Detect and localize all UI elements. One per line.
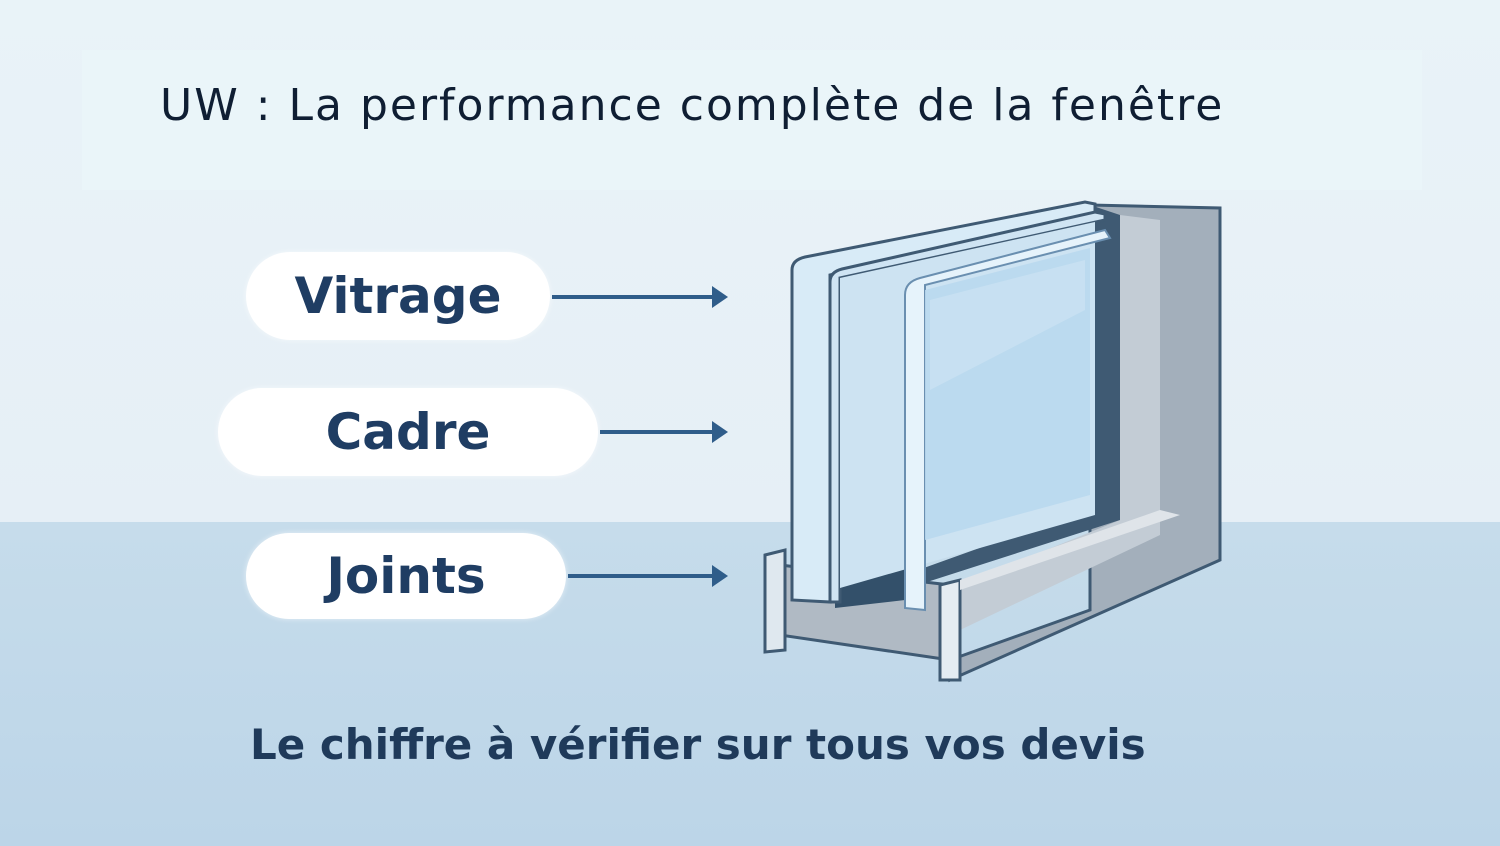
- page-title: UW : La performance complète de la fenêt…: [160, 80, 1225, 131]
- background-lower: [0, 522, 1500, 846]
- label-cadre: Cadre: [218, 388, 598, 476]
- title-band: [82, 50, 1422, 190]
- window-cross-section-icon: [763, 200, 1222, 683]
- label-cadre-text: Cadre: [325, 403, 491, 461]
- label-joints: Joints: [246, 533, 566, 619]
- subtitle: Le chiffre à vérifier sur tous vos devis: [250, 720, 1146, 769]
- label-joints-text: Joints: [326, 547, 486, 605]
- arrow-joints-icon: [568, 565, 728, 587]
- label-vitrage: Vitrage: [246, 252, 550, 340]
- arrow-vitrage-icon: [552, 286, 728, 308]
- label-vitrage-text: Vitrage: [294, 267, 502, 325]
- arrow-cadre-icon: [600, 421, 728, 443]
